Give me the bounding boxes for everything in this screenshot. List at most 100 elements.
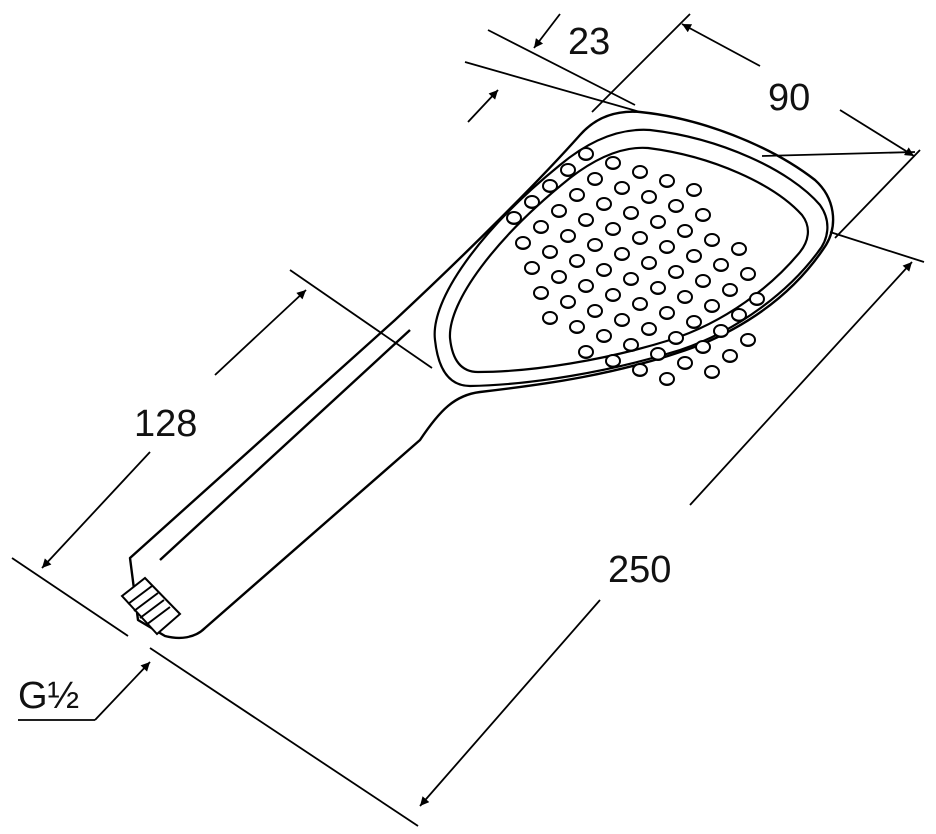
spray-nozzle-shade [660,249,674,254]
dim-128-arrow-a [214,289,307,376]
spray-nozzle-shade [570,329,584,334]
spray-nozzle-shade [642,199,656,204]
spray-nozzle-shade [642,331,656,336]
spray-nozzle-shade [624,347,638,352]
spray-nozzle-shade [597,206,611,211]
spray-nozzle-shade [705,242,719,247]
spray-nozzle-shade [597,272,611,277]
spray-nozzle-shade [543,320,557,325]
spray-nozzle-shade [696,349,710,354]
spray-nozzle-shade [687,324,701,329]
spray-nozzle-shade [696,217,710,222]
thread-leader [94,661,151,721]
spray-nozzle-shade [732,317,746,322]
spray-nozzle-shade [714,267,728,272]
spray-nozzle-shade [534,229,548,234]
spray-nozzle-shade [588,247,602,252]
dim-90-ext-c [761,151,916,157]
spray-nozzle-shade [606,297,620,302]
dim-250-arrow-b [419,599,601,807]
spray-nozzle-shade [678,233,692,238]
spray-nozzle-shade [741,342,755,347]
spray-nozzle-shade [678,365,692,370]
spray-nozzle-shade [642,265,656,270]
dim-128-ext-a [289,269,433,369]
spray-nozzle-shade [579,288,593,293]
spray-nozzle-shade [660,381,674,386]
dim-23-ext-b [487,29,636,106]
spray-nozzle-shade [561,172,575,177]
spray-nozzle-shade [615,190,629,195]
dim-label-128: 128 [134,403,197,445]
dim-128-ext-b [11,557,129,637]
spray-nozzle-shade [615,322,629,327]
spray-nozzle-shade [597,338,611,343]
nozzle-grid [506,147,765,386]
spray-nozzle-shade [669,340,683,345]
spray-nozzle-shade [624,281,638,286]
spray-nozzle-shade [687,258,701,263]
dim-250-ext-b [149,647,419,827]
spray-nozzle-shade [651,224,665,229]
spray-nozzle-shade [606,231,620,236]
dimension-lines [11,13,925,827]
spray-nozzle-shade [750,301,764,306]
spray-nozzle-shade [579,156,593,161]
dim-90-ext-a [591,13,691,113]
spray-nozzle-shade [624,215,638,220]
spray-nozzle-shade [687,192,701,197]
spray-nozzle-shade [588,313,602,318]
spray-nozzle-shade [606,165,620,170]
dim-90-ext-b [834,149,921,239]
dim-label-250: 250 [608,549,671,591]
dim-label-23: 23 [568,21,610,63]
spray-nozzle-shade [633,306,647,311]
spray-nozzle-shade [696,283,710,288]
spray-nozzle-shade [660,183,674,188]
spray-nozzle-shade [525,270,539,275]
spray-nozzle-shade [561,304,575,309]
spray-face-rim [433,128,829,388]
thread-connector [120,576,182,636]
spray-nozzle-shade [552,279,566,284]
spray-nozzle-shade [579,222,593,227]
spray-nozzle-shade [723,358,737,363]
spray-nozzle-shade [669,274,683,279]
spray-nozzle-shade [570,197,584,202]
spray-nozzle-shade [561,238,575,243]
spray-nozzle-shade [543,188,557,193]
spray-nozzle-shade [633,372,647,377]
spray-nozzle-shade [660,315,674,320]
dim-90-arrow-b [839,109,915,157]
spray-nozzle-shade [714,333,728,338]
spray-face [433,128,829,388]
dim-128-arrow-b [41,451,151,569]
shower-outline [128,110,835,640]
spray-nozzle-shade [507,220,521,225]
spray-nozzle-shade [615,256,629,261]
spray-nozzle-shade [588,181,602,186]
spray-nozzle-shade [516,245,530,250]
spray-nozzle-shade [651,356,665,361]
spray-nozzle-shade [534,295,548,300]
dim-90-arrow-a [681,23,761,67]
spray-nozzle-shade [678,299,692,304]
dim-23-ext-a [464,61,641,113]
dim-250-ext-a [829,231,925,263]
spray-nozzle-shade [606,363,620,368]
spray-nozzle-shade [705,308,719,313]
spray-nozzle-shade [543,254,557,259]
spray-face-inner [448,146,809,374]
spray-nozzle-shade [705,374,719,379]
dim-23-arrow-a [533,13,561,49]
dim-label-90: 90 [768,77,810,119]
spray-nozzle-shade [633,174,647,179]
spray-nozzle-shade [579,354,593,359]
handle-seam [159,329,411,561]
shower-body [128,110,835,640]
spray-nozzle-shade [723,292,737,297]
spray-nozzle-shade [732,251,746,256]
thread-label: G½ [18,675,79,717]
spray-nozzle-shade [633,240,647,245]
